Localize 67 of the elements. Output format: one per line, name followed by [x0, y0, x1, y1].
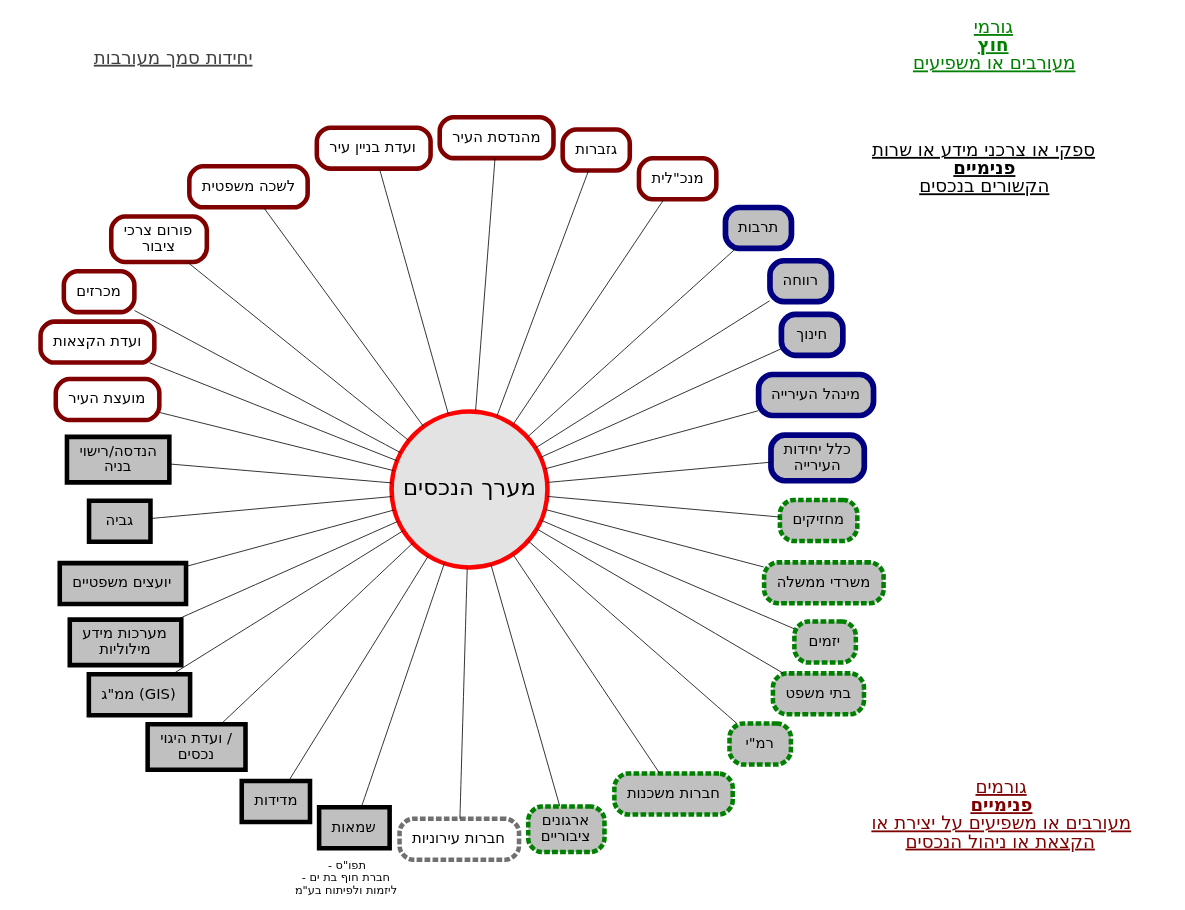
connector [490, 564, 561, 807]
node-box: מינהל העירייה [755, 371, 877, 419]
connector [527, 540, 738, 724]
node-box: מועצת העיר [53, 376, 162, 423]
connector [544, 509, 765, 568]
connector [535, 300, 770, 449]
connector [512, 199, 665, 426]
node-box: הנדסה/רישוי בניה [64, 434, 172, 485]
connector [187, 261, 409, 441]
connector [475, 157, 496, 412]
connector [159, 412, 395, 472]
node-box: ועדת בניין עיר [314, 125, 433, 171]
connector [527, 248, 737, 438]
connector [134, 310, 402, 454]
node-label: - תפו"ס [327, 857, 366, 872]
node-box: רמ"י [727, 721, 794, 767]
node-box: שמאות [316, 804, 392, 851]
node-box: כלל יחידות העירייה [768, 432, 868, 484]
node-box: גזברות [560, 127, 633, 173]
connector [536, 528, 784, 674]
node-box: חברות עירוניות [397, 816, 522, 862]
node-box: מערכות מידע מילוליות [67, 617, 184, 668]
connector [149, 362, 398, 462]
node-box: חברות משכנות [612, 771, 735, 817]
node-label: - חברת חוף בת ים ליזמות ולפיתוח בע"מ [294, 870, 398, 897]
connector [220, 542, 414, 725]
label: יחידות סמך מעורבות [93, 46, 253, 68]
connector [176, 520, 399, 620]
connector [172, 530, 404, 675]
node-box: חינוך [778, 311, 846, 359]
connector [541, 519, 795, 630]
node-box: מנכ"לית [636, 156, 719, 202]
connector [360, 562, 445, 808]
connector [288, 555, 429, 782]
label: ספקי או צרכני מידע או שרות פנימיים הקשורים בנכסים [871, 138, 1096, 197]
connector [150, 496, 393, 519]
connector [185, 509, 395, 567]
connector [379, 168, 449, 415]
node-box: מכרזים [61, 268, 137, 315]
connector [512, 554, 661, 774]
label: גורמים פנימיים מעורבים או משפיעים על יצירת או הקצאת או ניהול הנכסים [871, 776, 1132, 852]
connector [459, 567, 468, 819]
connector [544, 410, 759, 470]
node-box: בתי משפט [770, 671, 867, 717]
node-box: יועצים משפטיים [57, 560, 189, 607]
node-box: מדידות [239, 778, 313, 825]
node-box: לשכה משפטית [187, 164, 310, 210]
node-box: ועדת הקצאות [38, 319, 157, 365]
node-box: גביה [86, 498, 153, 545]
connector [263, 207, 424, 427]
connector [540, 348, 782, 458]
node-circle: מערך הנכסים [389, 409, 550, 570]
node-box: תרבות [722, 204, 795, 252]
node-box: יזמים [792, 619, 859, 665]
node-box: ממ"ג (GIS) [86, 672, 193, 718]
node-box: רווחה [767, 257, 835, 305]
node-box: ועדת היגוי / נכסים [145, 722, 248, 773]
node-box: משרדי ממשלה [761, 560, 886, 606]
node-box: פורום צרכי ציבור [109, 214, 210, 265]
connector [546, 461, 772, 483]
connector [496, 170, 589, 417]
node-box: מחזיקים [777, 497, 860, 544]
node-box: מהנדסת העיר [437, 114, 556, 161]
label: גורמי חוץ מעורבים או משפיעים [912, 16, 1076, 74]
connector [169, 463, 392, 484]
node-box: ארגונים ציבוריים [525, 804, 607, 855]
connector [547, 496, 781, 518]
